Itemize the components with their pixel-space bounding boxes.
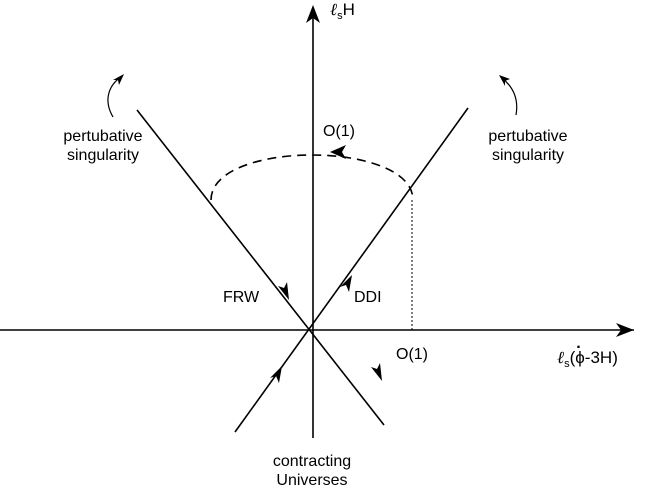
ddi-arrowhead [340,275,352,292]
left-singularity-line-2: singularity [66,147,140,164]
y-tick-label: O(1) [323,123,355,140]
x-axis-label-open: ( [569,348,576,367]
right-singularity-line-1: pertubative [488,128,568,145]
x-axis-label: ℓs(ϕ-3H) [557,338,618,374]
y-axis-arrowhead [306,5,320,23]
left-singularity-label: pertubative singularity [48,127,158,165]
y-axis-label-sub: s [337,10,343,22]
contracting-universes-label: contracting Universes [252,452,372,490]
frw-lower-arrowhead [371,363,382,381]
x-axis-label-phi: ϕ [575,338,585,367]
x-tick-label: O(1) [396,346,428,363]
ddi-label: DDI [354,289,382,306]
dashed-arc [210,154,414,201]
left-singularity-line-1: pertubative [63,128,143,145]
frw-arrowhead [278,282,289,300]
contracting-line-2: Universes [276,472,348,489]
y-axis-label: ℓsH [330,0,355,26]
x-axis-label-ell: ℓ [557,348,565,368]
x-axis-arrowhead [616,323,634,337]
frw-line [136,109,385,426]
x-axis-label-rest: -3H) [584,348,618,367]
frw-label: FRW [223,289,260,306]
right-singularity-arrowhead [499,75,510,86]
ddi-lower-arrowhead [270,366,282,383]
right-singularity-label: pertubative singularity [473,127,583,165]
ddi-line [234,107,469,433]
x-axis-label-sub: s [564,358,570,370]
dashed-arc-arrowhead [330,145,346,159]
contracting-line-1: contracting [272,453,352,470]
y-axis-label-ell: ℓ [330,0,338,20]
left-singularity-arrowhead [113,74,124,85]
right-singularity-line-2: singularity [491,147,565,164]
y-axis-label-rest: H [342,0,355,19]
